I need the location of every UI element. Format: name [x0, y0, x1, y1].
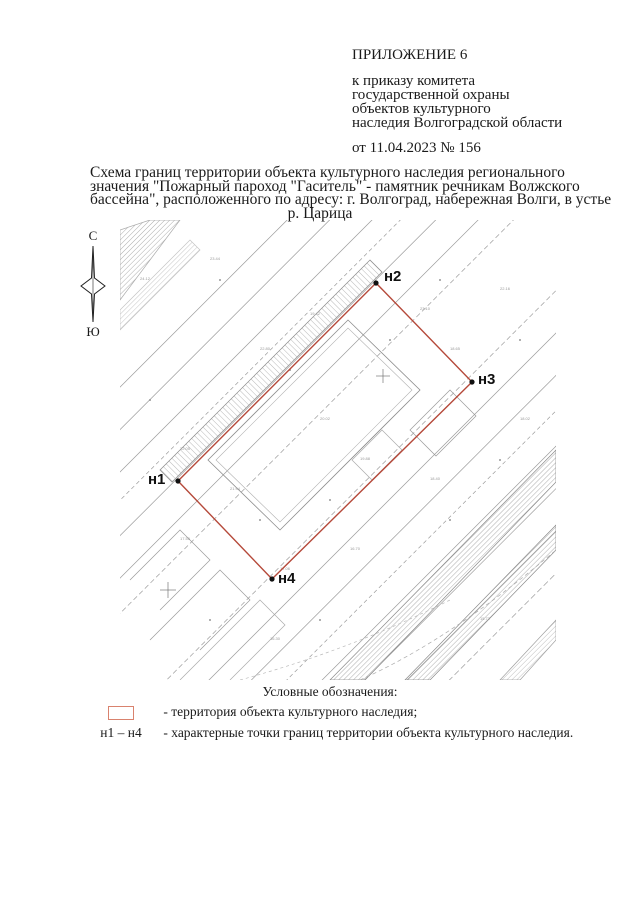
- point-label-n1: н1: [148, 471, 166, 488]
- legend-description: - характерные точки границ территории об…: [163, 724, 574, 740]
- svg-text:23.44: 23.44: [210, 256, 221, 261]
- svg-text:24.12: 24.12: [140, 276, 151, 281]
- svg-text:15.72: 15.72: [480, 616, 491, 621]
- cadastral-map: 22.80 19.42 23.10 18.65 21.94 20.02 19.8…: [120, 220, 560, 682]
- svg-text:22.16: 22.16: [500, 286, 511, 291]
- appendix-heading: ПРИЛОЖЕНИЕ 6: [352, 47, 468, 63]
- compass-arrow-icon: [80, 245, 106, 323]
- svg-text:22.05: 22.05: [180, 446, 191, 451]
- svg-text:20.02: 20.02: [320, 416, 331, 421]
- svg-text:16.70: 16.70: [350, 546, 361, 551]
- title-line: р. Царица: [287, 204, 353, 222]
- legend-title: Условные обозначения:: [262, 684, 398, 699]
- order-line: к приказу комитета: [352, 73, 476, 89]
- order-reference: к приказу комитета государственной охран…: [352, 73, 612, 131]
- north-arrow: С Ю: [78, 228, 108, 339]
- svg-text:19.88: 19.88: [360, 456, 371, 461]
- title-line: бассейна", расположенного по адресу: г. …: [90, 191, 612, 208]
- appendix-header: ПРИЛОЖЕНИЕ 6 к приказу комитета государс…: [352, 48, 612, 156]
- point-label-n3: н3: [478, 371, 496, 388]
- title-line: значения "Пожарный пароход "Гаситель" - …: [90, 177, 580, 195]
- order-line: объектов культурного: [352, 101, 491, 117]
- svg-text:18.65: 18.65: [450, 346, 461, 351]
- title-line: Схема границ территории объекта культурн…: [90, 164, 565, 181]
- boundary-points: [175, 280, 475, 582]
- order-date-number: от 11.04.2023 № 156: [352, 140, 481, 156]
- svg-text:23.10: 23.10: [420, 306, 431, 311]
- svg-text:16.30: 16.30: [270, 636, 281, 641]
- svg-text:18.02: 18.02: [520, 416, 531, 421]
- svg-text:22.80: 22.80: [260, 346, 271, 351]
- legend-key: н1 – н4: [100, 724, 142, 740]
- svg-text:17.55: 17.55: [180, 536, 191, 541]
- south-label: Ю: [86, 324, 100, 339]
- point-label-n4: н4: [278, 570, 296, 587]
- svg-text:18.40: 18.40: [430, 476, 441, 481]
- territory-swatch-icon: [108, 705, 134, 720]
- point-label-n2: н2: [384, 268, 402, 285]
- order-line: наследия Волгоградской области: [352, 115, 563, 131]
- legend-description: - территория объекта культурного наследи…: [163, 703, 418, 719]
- scheme-title: Схема границ территории объекта культурн…: [90, 164, 612, 222]
- svg-text:21.94: 21.94: [230, 486, 241, 491]
- order-line: государственной охраны: [352, 87, 510, 103]
- legend-item-territory: - территория объекта культурного наследи…: [90, 703, 417, 720]
- svg-text:19.42: 19.42: [310, 311, 321, 316]
- map-drawing: 22.80 19.42 23.10 18.65 21.94 20.02 19.8…: [120, 220, 556, 680]
- svg-text:17.06: 17.06: [280, 566, 291, 571]
- north-label: С: [88, 228, 98, 243]
- legend-key: [90, 704, 152, 720]
- legend-item-points: н1 – н4 - характерные точки границ терри…: [90, 724, 573, 741]
